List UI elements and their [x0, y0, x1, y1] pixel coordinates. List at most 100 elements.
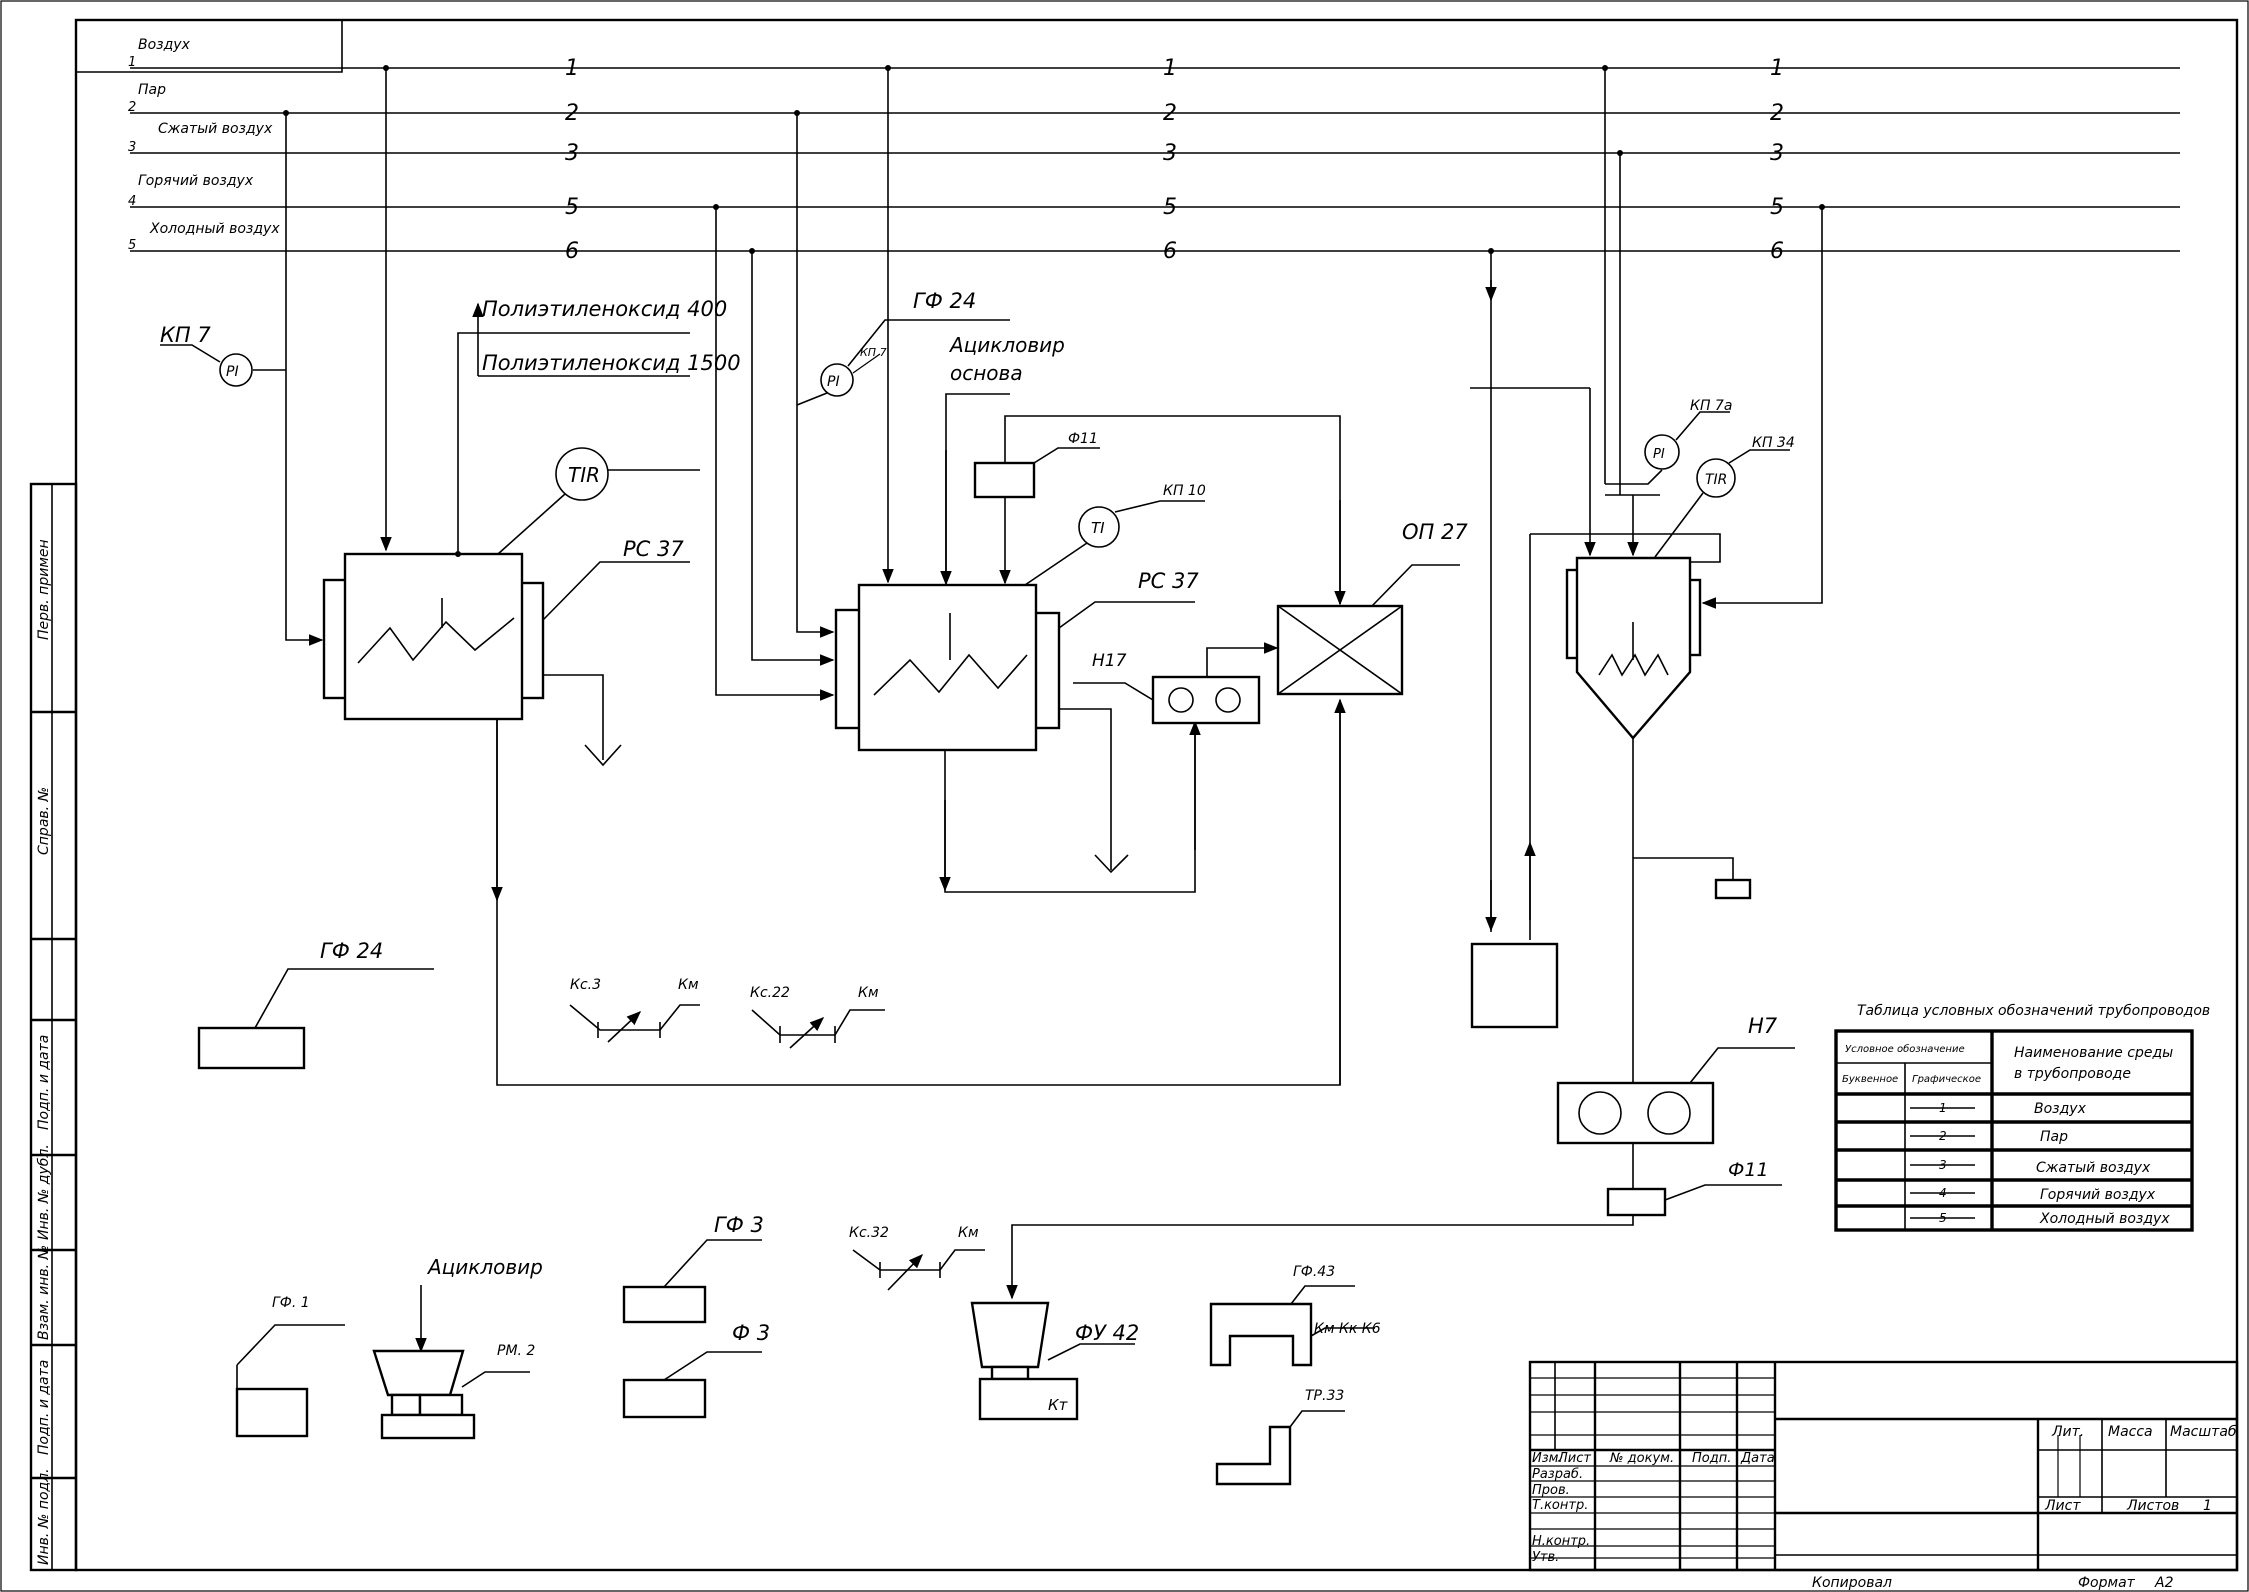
filter-f11-top	[973, 461, 1036, 499]
temperature-indicator-ti	[1078, 506, 1120, 548]
line-5-number: 5	[128, 238, 136, 253]
kp34-label: КП 34	[1752, 435, 1795, 451]
frame-border	[74, 18, 2239, 1572]
km1-label: Км	[678, 977, 699, 993]
rm2: Ацикловир РМ. 2	[372, 1255, 543, 1440]
n17-label: Н17	[1092, 651, 1127, 671]
peo400-label: Полиэтиленоксид 400	[482, 297, 727, 321]
f3-label: Ф 3	[732, 1321, 770, 1345]
tr33: ТР.33	[1215, 1388, 1345, 1486]
filter-f11-bottom	[1606, 1187, 1667, 1217]
gf1-box	[235, 1387, 309, 1438]
gf3-label: ГФ 3	[714, 1213, 764, 1237]
tb-sheets-count: 1	[2203, 1498, 2212, 1514]
line-1-label: Воздух	[138, 37, 191, 53]
reactor-2-jacket-left	[834, 608, 862, 730]
legend-h-name-2: в трубопроводе	[2014, 1066, 2131, 1082]
gf24-top-label: ГФ 24	[913, 289, 976, 313]
acyclovir-label: Ацикловир	[426, 1255, 543, 1279]
temperature-indicator-tir-right	[1696, 458, 1736, 498]
tb-format: Формат	[2078, 1575, 2136, 1591]
side-stamp: Перв. примен Справ. № Подп. и дата Инв. …	[29, 482, 78, 1572]
gf24-lower: ГФ 24	[197, 939, 434, 1070]
tb-format-value: А2	[2154, 1575, 2174, 1591]
line-1-mark-c: 1	[1770, 56, 1784, 81]
reactor-2-body	[857, 583, 1038, 752]
f11-bottom-label: Ф11	[1728, 1159, 1769, 1181]
fu42-label: ФУ 42	[1075, 1321, 1139, 1345]
gf43: ГФ.43 Км Кк К6	[1209, 1264, 1381, 1367]
pi-label-kp7: PI	[226, 364, 239, 380]
legend-code-1: 1	[1939, 1101, 1947, 1115]
receiver-tank	[1470, 942, 1559, 1029]
tb-prov: Пров.	[1532, 1483, 1570, 1498]
pipeline-headers: Воздух 1 Пар 2 Сжатый воздух 3 Горячий в…	[128, 37, 2180, 264]
line-1-mark-a: 1	[565, 56, 579, 81]
line-5-mark-b: 6	[1163, 239, 1177, 264]
kp7-small-label: КП 7	[860, 346, 887, 359]
legend-code-4: 4	[1939, 1186, 1947, 1200]
legend-name-3: Сжатый воздух	[2036, 1160, 2151, 1176]
tb-copied: Копировал	[1812, 1575, 1892, 1591]
line-2-label: Пар	[138, 82, 166, 98]
line-4-mark-c: 5	[1770, 195, 1784, 220]
stamp-podp-data-2: Подп. и дата	[36, 1360, 52, 1455]
tb-utv: Утв.	[1532, 1550, 1559, 1565]
rs37-center-label: РС 37	[1138, 569, 1199, 593]
ti-label: TI	[1091, 519, 1105, 537]
small-receiver	[1714, 878, 1752, 900]
f3-box	[622, 1378, 707, 1419]
gf24-box	[197, 1026, 306, 1070]
tir-label: TIR	[568, 463, 600, 487]
gf1-label: ГФ. 1	[272, 1295, 310, 1311]
tr33-support	[1215, 1425, 1292, 1486]
tb-nkontr: Н.контр.	[1532, 1534, 1590, 1549]
gf3-f3: ГФ 3 Ф 3	[622, 1213, 770, 1419]
valve-kc22: Кс.22 Км	[750, 985, 885, 1049]
tb-data: Дата	[1740, 1451, 1775, 1466]
legend-name-4: Горячий воздух	[2040, 1187, 2156, 1203]
line-3-mark-b: 3	[1163, 141, 1177, 166]
line-1-mark-b: 1	[1163, 56, 1177, 81]
tir-right-label: TIR	[1705, 472, 1727, 488]
pressure-indicator-kp7	[219, 353, 253, 387]
kc3-label: Кс.3	[570, 977, 601, 993]
rm2-hopper	[372, 1349, 465, 1397]
rm2-label: РМ. 2	[497, 1343, 535, 1359]
legend-h-name-1: Наименование среды	[2014, 1045, 2173, 1061]
pump-n17: Н17	[1073, 642, 1279, 725]
line-4-mark-a: 5	[565, 195, 579, 220]
kp7a-label: КП 7а	[1690, 398, 1732, 414]
stamp-perv-primen: Перв. примен	[36, 539, 52, 640]
legend-code-2: 2	[1939, 1129, 1947, 1143]
legend-table: Таблица условных обозначений трубопровод…	[1834, 1003, 2210, 1232]
line-3-mark-c: 3	[1770, 141, 1784, 166]
tb-podp: Подп.	[1692, 1451, 1731, 1466]
legend-name-5: Холодный воздух	[2039, 1211, 2170, 1227]
line-2-mark-a: 2	[565, 101, 579, 126]
pressure-indicator-kp7-small	[820, 363, 854, 397]
tr33-label: ТР.33	[1305, 1388, 1344, 1404]
gf24-lower-label: ГФ 24	[320, 939, 383, 963]
f11-top-label: Ф11	[1068, 431, 1098, 447]
legend-h-graphic: Графическое	[1912, 1074, 1981, 1085]
legend-h-conv: Условное обозначение	[1845, 1043, 1965, 1055]
line-5-label: Холодный воздух	[149, 221, 280, 237]
reactor-2-agitator	[873, 613, 1028, 696]
gf43-label: ГФ.43	[1293, 1264, 1335, 1280]
stamp-podp-data-1: Подп. и дата	[36, 1035, 52, 1130]
kmkkk6-label: Км Кк К6	[1314, 1321, 1381, 1337]
stamp-vzam-inv: Взам. инв. №	[36, 1245, 52, 1340]
dryer-heater	[1598, 622, 1669, 677]
line-3-mark-a: 3	[565, 141, 579, 166]
top-left-corner-box	[76, 20, 343, 73]
tb-masshtab: Масштаб	[2170, 1424, 2237, 1440]
title-block: Изм. Лист № докум. Подп. Дата Разраб. Пр…	[1528, 1360, 2239, 1591]
kc22-label: Кс.22	[750, 985, 790, 1001]
rs37-left-label: РС 37	[623, 537, 684, 561]
pump-n17-body	[1151, 675, 1261, 725]
tb-lit: Лит.	[2051, 1424, 2084, 1440]
apparatus-op27: ОП 27	[1276, 520, 1468, 696]
pressure-indicator-kp7a	[1644, 434, 1680, 470]
